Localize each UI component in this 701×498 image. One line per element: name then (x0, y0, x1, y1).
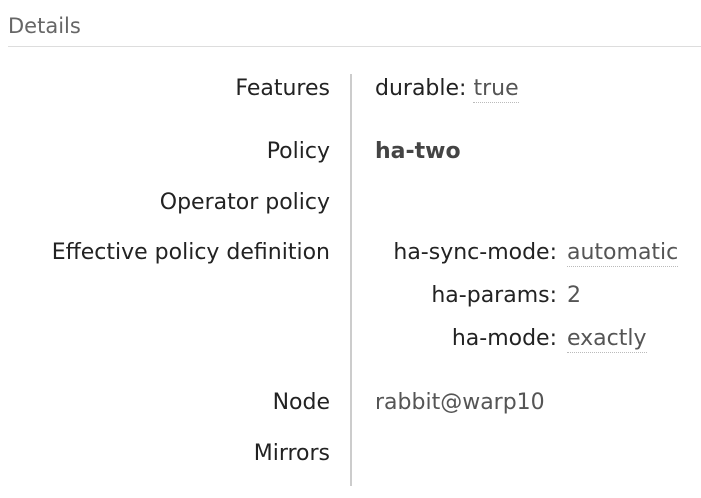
column-divider (350, 74, 352, 486)
ha-sync-mode-key: ha-sync-mode: (393, 240, 557, 265)
effective-policy-label: Effective policy definition (51, 240, 330, 265)
ha-mode-key: ha-mode: (451, 326, 557, 351)
header-divider (8, 46, 701, 47)
effective-policy-item-ha-sync-mode: ha-sync-mode: automatic (375, 240, 679, 283)
features-label: Features (235, 76, 330, 101)
ha-params-value: 2 (567, 283, 581, 308)
features-durable-key: durable: (375, 76, 467, 101)
mirrors-label: Mirrors (253, 441, 330, 466)
effective-policy-item-ha-params: ha-params: 2 (375, 283, 678, 326)
features-value: durable: true (375, 76, 519, 103)
effective-policy-item-ha-mode: ha-mode: exactly (375, 326, 678, 369)
features-durable-value: true (473, 76, 519, 103)
policy-label: Policy (266, 139, 330, 164)
details-section-header: Details (8, 14, 81, 38)
node-value: rabbit@warp10 (375, 390, 545, 415)
ha-mode-value: exactly (567, 326, 647, 353)
operator-policy-label: Operator policy (159, 190, 330, 215)
ha-sync-mode-value: automatic (567, 240, 679, 267)
ha-params-key: ha-params: (431, 283, 557, 308)
node-label: Node (272, 390, 330, 415)
policy-value[interactable]: ha-two (375, 139, 461, 164)
effective-policy-table: ha-sync-mode: automatic ha-params: 2 ha-mo… (375, 240, 679, 369)
